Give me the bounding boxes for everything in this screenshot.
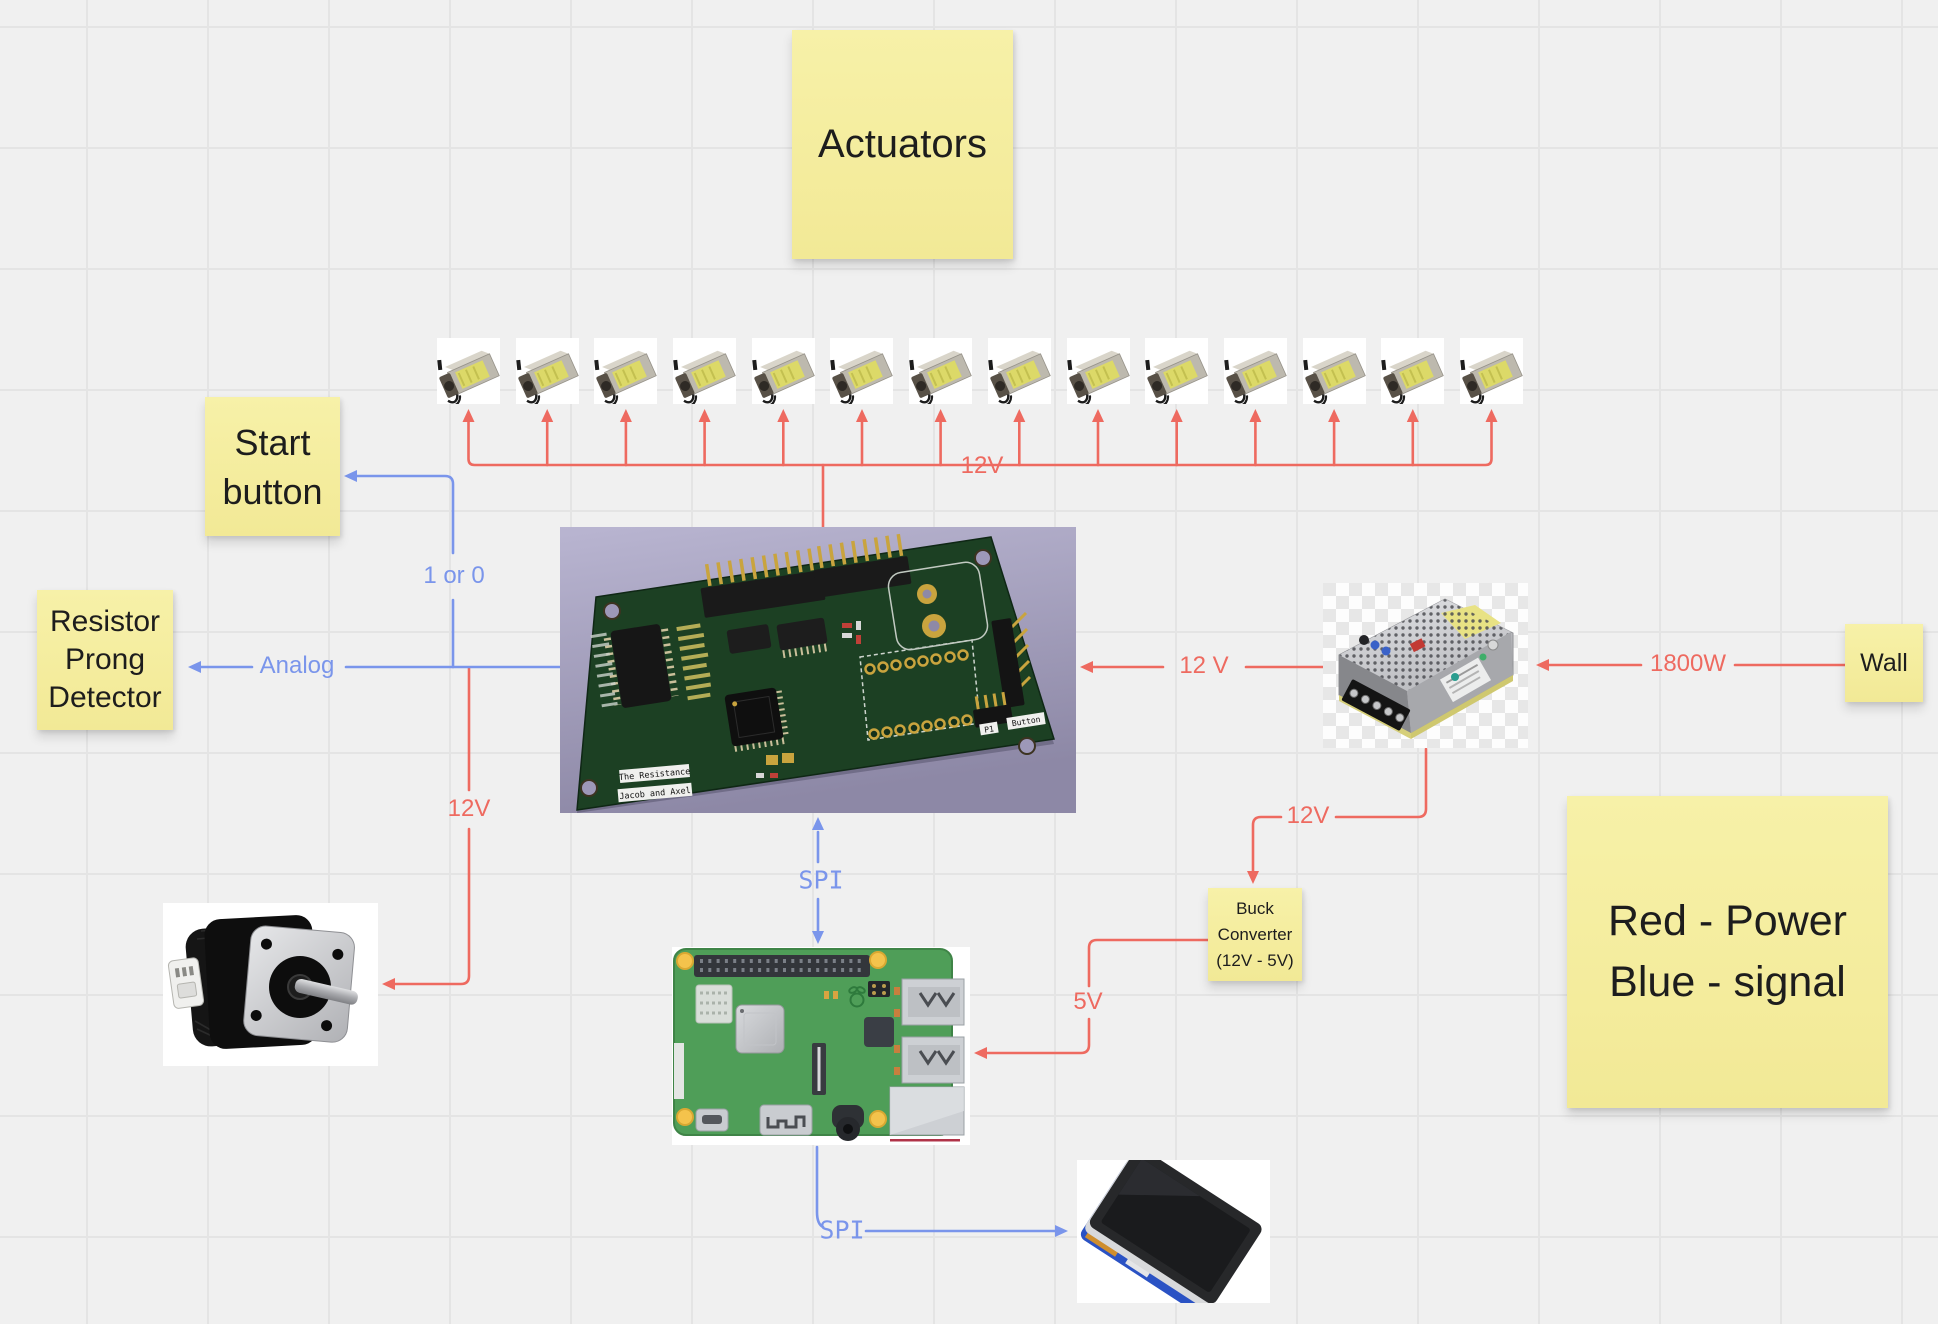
- raspberry-logo: [848, 986, 866, 1008]
- label-bus-12v[interactable]: 12V: [960, 452, 1004, 479]
- solenoid-image[interactable]: [1223, 338, 1287, 404]
- power-supply-image[interactable]: [1323, 583, 1528, 748]
- connector-pcb-motor[interactable]: [382, 666, 471, 990]
- relay-socket: [859, 639, 981, 741]
- red-underline: [890, 1139, 960, 1142]
- sticky-wall-label: Wall: [1860, 648, 1908, 677]
- label-analog[interactable]: Analog: [259, 652, 335, 679]
- mounting-holes: [676, 951, 887, 1128]
- solenoid-image[interactable]: [830, 338, 894, 404]
- sticky-start-line1: Start: [234, 421, 311, 463]
- psu-terminal-block: [1341, 679, 1411, 731]
- audio-jack: [832, 1105, 864, 1141]
- ram-chip: [864, 1017, 894, 1047]
- sticky-buck-line1: Buck: [1236, 898, 1274, 918]
- sticky-start-button[interactable]: Start button: [205, 397, 340, 536]
- sticky-resistor-line2: Prong: [64, 643, 146, 676]
- ic-chips: [603, 617, 828, 752]
- raspberry-pi-image[interactable]: [672, 947, 970, 1145]
- solenoid-image[interactable]: [1145, 338, 1209, 404]
- power-pads: [887, 561, 989, 651]
- wifi-module: [695, 984, 733, 1024]
- sticky-wall[interactable]: Wall: [1845, 624, 1923, 702]
- pcb-pin-labels: [590, 632, 618, 708]
- sticky-resistor-line1: Resistor: [49, 605, 161, 638]
- ethernet-port: [889, 1086, 965, 1136]
- sticky-buck-line2: Converter: [1217, 924, 1293, 944]
- jumper-header: [868, 981, 890, 997]
- solenoid-image[interactable]: [673, 338, 737, 404]
- solenoid-image[interactable]: [515, 338, 579, 404]
- pcb-button-label: Button: [1006, 712, 1046, 730]
- label-spi-top[interactable]: SPI: [798, 865, 844, 895]
- sticky-start-line2: button: [222, 470, 323, 512]
- solenoid-image[interactable]: [1302, 338, 1366, 404]
- svg-text:Button: Button: [1011, 715, 1041, 728]
- stepper-motor-image[interactable]: [163, 903, 378, 1066]
- legend-red-power: Red - Power: [1608, 897, 1847, 945]
- label-psu-12v[interactable]: 12 V: [1179, 652, 1229, 679]
- psu-label: [1439, 657, 1492, 703]
- dsi-connector: [674, 1043, 684, 1099]
- sticky-color-legend[interactable]: Red - Power Blue - signal: [1567, 796, 1888, 1108]
- lcd-screen-image[interactable]: [1077, 1160, 1270, 1303]
- solenoid-image[interactable]: [909, 338, 973, 404]
- sticky-buck-line3: (12V - 5V): [1216, 950, 1294, 970]
- smd-parts: [756, 621, 861, 778]
- motor-shaft: [294, 979, 358, 1005]
- pcb-p1-label: P1: [979, 721, 999, 736]
- sticky-resistor-prong-detector[interactable]: Resistor Prong Detector: [37, 590, 173, 730]
- gpio-headers: [700, 533, 912, 618]
- svg-text:P1: P1: [984, 724, 995, 734]
- label-5v[interactable]: 5V: [1073, 988, 1103, 1015]
- sticky-buck-converter[interactable]: Buck Converter (12V - 5V): [1208, 888, 1302, 981]
- sticky-resistor-line3: Detector: [48, 681, 162, 714]
- label-motor-12v[interactable]: 12V: [447, 795, 491, 822]
- label-buck-12v[interactable]: 12V: [1286, 802, 1330, 829]
- pcb-board: [576, 536, 1055, 811]
- solenoid-image[interactable]: [437, 338, 500, 404]
- pcb-image[interactable]: The Resistance Jacob and Axel P1 Button: [560, 527, 1076, 813]
- label-1800w[interactable]: 1800W: [1649, 650, 1727, 677]
- solenoid-image[interactable]: [987, 338, 1051, 404]
- gpio-header: [694, 955, 870, 977]
- solenoid-image[interactable]: [1459, 338, 1523, 404]
- label-1-or-0[interactable]: 1 or 0: [423, 562, 485, 589]
- usb-ports: [894, 978, 965, 1084]
- solenoid-image[interactable]: [594, 338, 658, 404]
- solenoid-image[interactable]: [1381, 338, 1445, 404]
- micro-usb-port: [695, 1108, 729, 1132]
- connector-analog[interactable]: [188, 661, 564, 673]
- right-pin-headers: [973, 611, 1032, 728]
- hdmi-port: [759, 1104, 813, 1136]
- sticky-actuators[interactable]: Actuators: [792, 30, 1013, 259]
- cpu-chip: [735, 1004, 785, 1054]
- connector-psu-buck[interactable]: [1247, 747, 1428, 884]
- solenoid-image[interactable]: [1066, 338, 1130, 404]
- solenoid-row: [437, 338, 1523, 404]
- solenoid-image[interactable]: [751, 338, 815, 404]
- sticky-actuators-label: Actuators: [818, 122, 987, 166]
- legend-blue-signal: Blue - signal: [1609, 958, 1846, 1006]
- motor-connector: [167, 957, 205, 1009]
- pcb-silk-rows: [676, 623, 712, 701]
- label-spi-bottom[interactable]: SPI: [819, 1215, 865, 1245]
